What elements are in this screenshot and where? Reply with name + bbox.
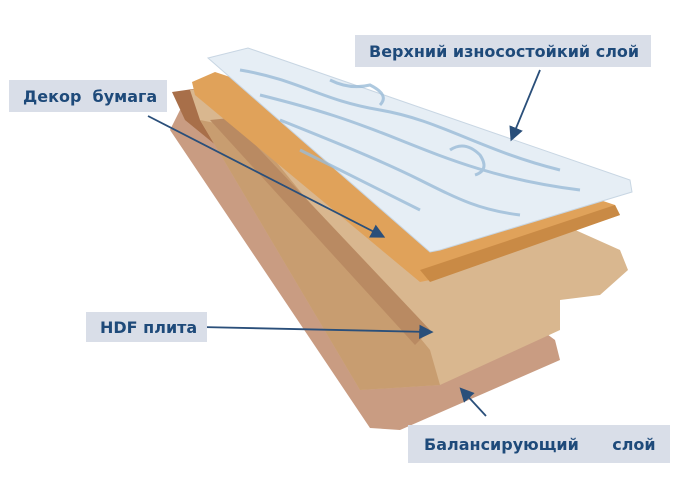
decor-paper-edge <box>420 205 620 282</box>
wear-layer-grain <box>239 68 581 217</box>
hdf-groove <box>210 118 430 345</box>
arrow-hdf <box>199 324 434 339</box>
wear-layer <box>206 47 633 253</box>
arrow-balance <box>459 387 487 417</box>
arrow-top <box>509 69 541 142</box>
label-decor-paper: Декор бумага <box>9 80 168 112</box>
label-hdf-board: HDF плита <box>86 312 208 342</box>
label-balancing-layer: Балансирующий слой <box>408 425 670 463</box>
label-wear-layer: Верхний износостойкий слой <box>355 35 652 67</box>
hdf-board-side <box>200 120 440 390</box>
arrow-decor <box>147 115 386 238</box>
